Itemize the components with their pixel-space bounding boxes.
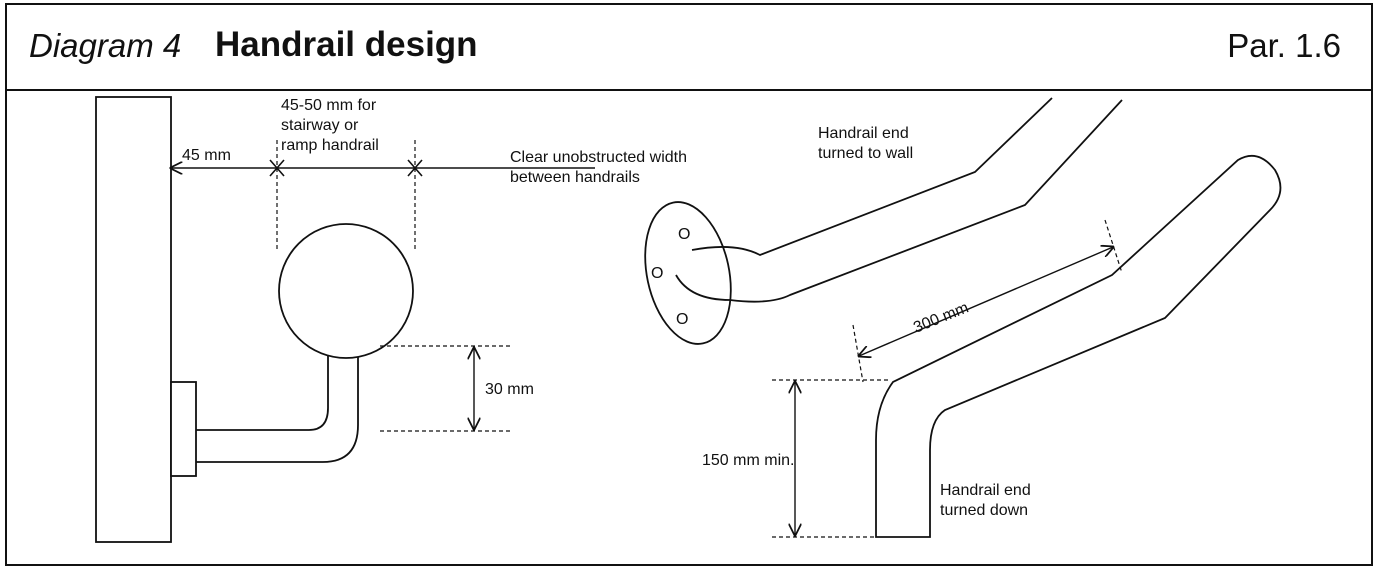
label-gap-to-wall: 45 mm: [182, 147, 231, 164]
label-end-turned-to-wall: turned to wall: [818, 145, 913, 162]
handrail-turned-to-wall: [675, 97, 1123, 303]
diagram-header: Diagram 4 Handrail design Par. 1.6: [7, 5, 1371, 91]
label-extension-300mm: 300 mm: [911, 299, 971, 336]
label-end-turned-down: turned down: [940, 502, 1028, 519]
label-drop-150mm: 150 mm min.: [702, 452, 794, 469]
paragraph-reference: Par. 1.6: [1227, 27, 1341, 64]
screw-hole-marker: O: [678, 226, 690, 243]
perspective-view: [644, 97, 1282, 538]
section-view: [95, 96, 595, 543]
label-rail-width: stairway or: [281, 117, 359, 134]
screw-hole-marker: O: [676, 311, 688, 328]
wall-section: [95, 96, 172, 543]
label-clear-width: Clear unobstructed width: [510, 149, 687, 166]
screw-hole-marker: O: [651, 265, 663, 282]
handrail-circle: [278, 223, 414, 359]
extension-line: [852, 324, 864, 383]
wall-rose: [644, 201, 732, 345]
wall-plate: [170, 381, 197, 477]
diagram-frame: Diagram 4 Handrail design Par. 1.6: [5, 3, 1373, 566]
label-bracket-clearance: 30 mm: [485, 381, 534, 398]
label-rail-width: 45-50 mm for: [281, 97, 377, 114]
diagram-title: Handrail design: [215, 25, 478, 64]
extension-line: [1104, 219, 1123, 274]
handrail-turned-down: [875, 154, 1282, 538]
diagram-number: Diagram 4: [29, 27, 182, 64]
dimension-arrow-300mm: [859, 247, 1113, 356]
label-end-turned-down: Handrail end: [940, 482, 1031, 499]
label-clear-width: between handrails: [510, 169, 640, 186]
bracket-arm: [196, 343, 359, 463]
label-rail-width: ramp handrail: [281, 137, 379, 154]
label-end-turned-to-wall: Handrail end: [818, 125, 909, 142]
